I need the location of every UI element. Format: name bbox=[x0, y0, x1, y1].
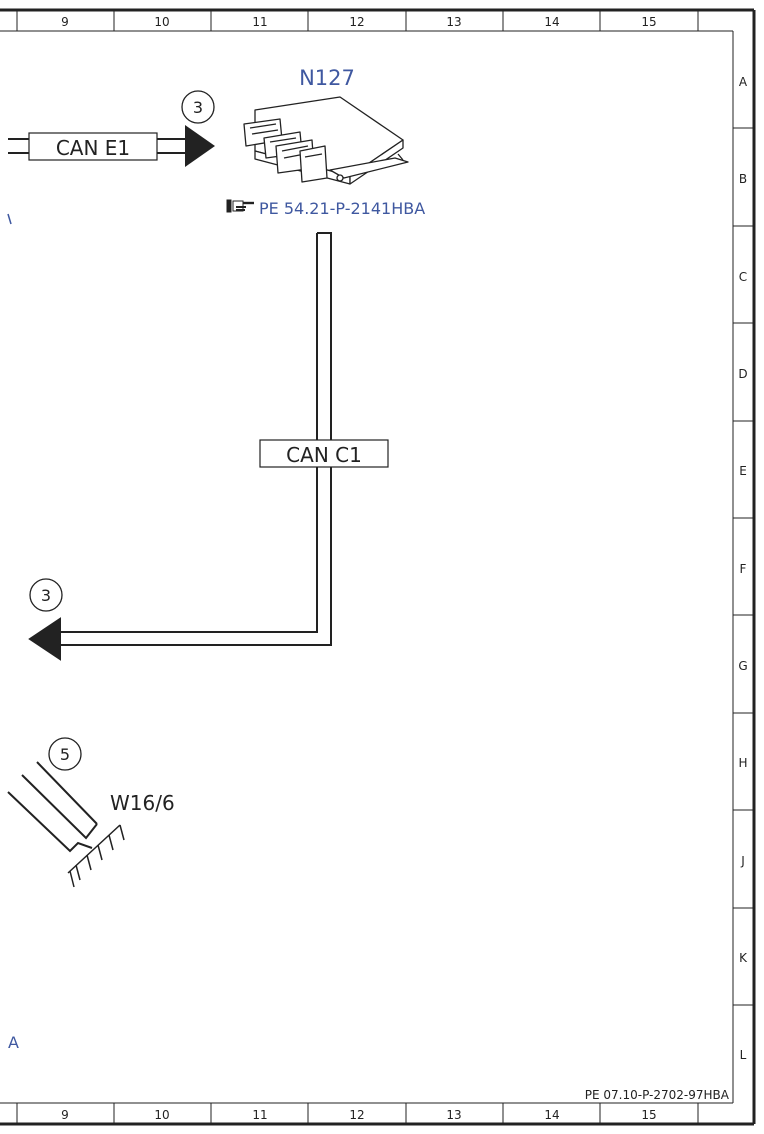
can-c1-bus[interactable]: CAN C1 bbox=[28, 232, 389, 661]
pointing-hand-icon bbox=[226, 199, 254, 213]
col-label-15: 15 bbox=[641, 15, 656, 29]
row-label-h: H bbox=[738, 756, 747, 770]
row-label-f: F bbox=[740, 562, 747, 576]
row-ticks bbox=[733, 127, 754, 1006]
col-label-12: 12 bbox=[349, 15, 364, 29]
col-label-14-bottom: 14 bbox=[544, 1108, 559, 1122]
column-labels-top: 9 10 11 12 13 14 15 bbox=[61, 15, 656, 29]
can-e1-bus[interactable]: CAN E1 bbox=[8, 125, 215, 167]
col-label-13-bottom: 13 bbox=[446, 1108, 461, 1122]
can-e1-label: CAN E1 bbox=[56, 136, 130, 160]
can-c1-label-box bbox=[259, 439, 389, 468]
can-c1-arrow bbox=[28, 617, 61, 661]
can-e1-arrow bbox=[185, 125, 215, 167]
col-label-12-bottom: 12 bbox=[349, 1108, 364, 1122]
col-label-10: 10 bbox=[154, 15, 169, 29]
ground-wire[interactable] bbox=[7, 761, 98, 853]
col-label-9-bottom: 9 bbox=[61, 1108, 69, 1122]
row-label-g: G bbox=[738, 659, 747, 673]
component-name-n127[interactable]: N127 bbox=[299, 66, 355, 90]
row-label-d: D bbox=[738, 367, 747, 381]
reference-link[interactable]: PE 54.21-P-2141HBA bbox=[226, 199, 425, 218]
row-label-l: L bbox=[740, 1048, 747, 1062]
ground-point-w16-6[interactable]: W16/6 bbox=[110, 791, 175, 815]
row-label-a: A bbox=[739, 75, 748, 89]
row-label-b: B bbox=[739, 172, 747, 186]
col-label-10-bottom: 10 bbox=[154, 1108, 169, 1122]
edge-fragment-bottom-left: A bbox=[8, 1033, 19, 1052]
connector-3-top[interactable]: 3 bbox=[181, 90, 215, 124]
connector-3-top-number: 3 bbox=[193, 98, 203, 117]
reference-pe-54-21: PE 54.21-P-2141HBA bbox=[259, 199, 425, 218]
document-reference: PE 07.10-P-2702-97HBA bbox=[585, 1088, 730, 1102]
connector-3-left-number: 3 bbox=[41, 586, 51, 605]
connector-5-number: 5 bbox=[60, 745, 70, 764]
control-unit-n127-icon[interactable] bbox=[243, 96, 409, 185]
edge-fragment-mid-left bbox=[7, 213, 12, 225]
connector-3-left[interactable]: 3 bbox=[29, 578, 63, 612]
column-ticks bbox=[16, 10, 699, 1124]
col-label-15-bottom: 15 bbox=[641, 1108, 656, 1122]
sheet-frame bbox=[0, 8, 756, 1126]
col-label-14: 14 bbox=[544, 15, 559, 29]
row-label-j: J bbox=[740, 854, 745, 868]
row-label-c: C bbox=[739, 270, 747, 284]
column-labels-bottom: 9 10 11 12 13 14 15 bbox=[61, 1108, 656, 1122]
row-label-k: K bbox=[739, 951, 748, 965]
row-label-e: E bbox=[739, 464, 747, 478]
ground-symbol-icon bbox=[67, 824, 125, 888]
col-label-9: 9 bbox=[61, 15, 69, 29]
col-label-11-bottom: 11 bbox=[252, 1108, 267, 1122]
can-e1-label-box bbox=[28, 132, 158, 161]
col-label-11: 11 bbox=[252, 15, 267, 29]
connector-5[interactable]: 5 bbox=[48, 737, 82, 771]
can-c1-label: CAN C1 bbox=[286, 443, 362, 467]
row-labels: A B C D E F G H J K L bbox=[738, 75, 748, 1062]
col-label-13: 13 bbox=[446, 15, 461, 29]
